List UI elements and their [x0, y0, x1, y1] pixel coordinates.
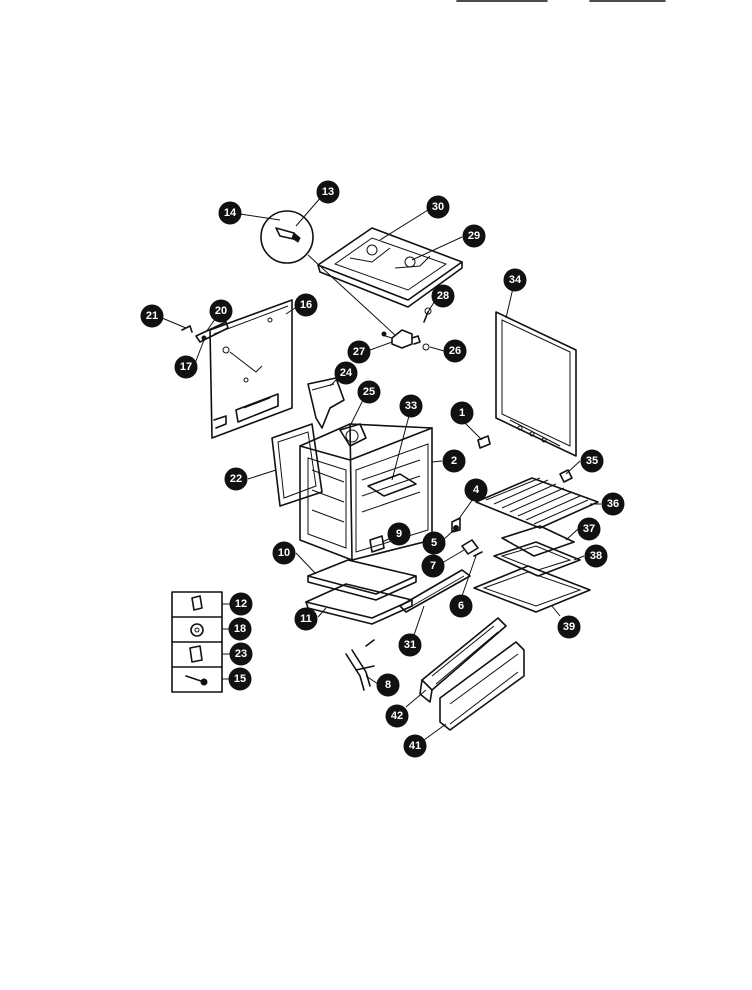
broiler-pans: [473, 525, 591, 613]
callout-12: 12: [229, 592, 253, 616]
callout-11: 11: [294, 607, 318, 631]
callout-34: 34: [503, 268, 527, 292]
svg-text:22: 22: [230, 473, 242, 485]
callout-35: 35: [580, 449, 604, 473]
svg-text:37: 37: [583, 523, 595, 535]
callout-8: 8: [376, 673, 400, 697]
svg-text:13: 13: [322, 186, 334, 198]
svg-text:16: 16: [300, 299, 312, 311]
svg-text:4: 4: [473, 484, 480, 496]
bracket-parts: [181, 321, 229, 343]
svg-text:9: 9: [396, 528, 402, 540]
door-hinge: [345, 639, 375, 691]
oven-door-panel: [495, 311, 577, 457]
svg-text:23: 23: [235, 648, 247, 660]
oven-rack: [475, 477, 599, 529]
callout-37: 37: [577, 517, 601, 541]
svg-text:7: 7: [430, 560, 436, 572]
callout-28: 28: [431, 284, 455, 308]
leader-lines: [161, 195, 601, 741]
svg-text:31: 31: [404, 639, 416, 651]
callout-30: 30: [426, 195, 450, 219]
callout-36: 36: [601, 492, 625, 516]
svg-text:21: 21: [146, 310, 158, 322]
svg-text:14: 14: [224, 207, 237, 219]
callout-41: 41: [403, 734, 427, 758]
callout-42: 42: [385, 704, 409, 728]
svg-text:42: 42: [391, 710, 403, 722]
callout-9: 9: [387, 522, 411, 546]
svg-text:26: 26: [449, 345, 461, 357]
callout-7: 7: [421, 554, 445, 578]
svg-text:33: 33: [405, 400, 417, 412]
burner-valve-assembly: [381, 307, 432, 351]
svg-text:27: 27: [353, 346, 365, 358]
svg-text:36: 36: [607, 498, 619, 510]
callout-17: 17: [174, 355, 198, 379]
door-inner-panel: [419, 617, 507, 703]
callout-33: 33: [399, 394, 423, 418]
callout-5: 5: [422, 531, 446, 555]
svg-text:34: 34: [509, 274, 522, 286]
callout-31: 31: [398, 633, 422, 657]
callout-16: 16: [294, 293, 318, 317]
svg-text:10: 10: [278, 547, 290, 559]
knob-part-35: [559, 469, 573, 483]
callout-10: 10: [272, 541, 296, 565]
svg-text:12: 12: [235, 598, 247, 610]
callout-13: 13: [316, 180, 340, 204]
svg-text:38: 38: [590, 550, 602, 562]
callout-4: 4: [464, 478, 488, 502]
callout-38: 38: [584, 544, 608, 568]
svg-text:35: 35: [586, 455, 598, 467]
svg-text:8: 8: [385, 679, 391, 691]
callouts: 13 14 30 29 34 28 21 20 16 17 27 26 24 2…: [140, 180, 625, 758]
callout-6: 6: [449, 594, 473, 618]
svg-text:20: 20: [215, 305, 227, 317]
svg-text:18: 18: [234, 623, 246, 635]
svg-text:25: 25: [363, 386, 375, 398]
callout-25: 25: [357, 380, 381, 404]
svg-text:30: 30: [432, 201, 444, 213]
svg-text:5: 5: [431, 537, 437, 549]
callout-15: 15: [228, 667, 252, 691]
svg-text:2: 2: [451, 455, 457, 467]
burner-parts: [451, 517, 483, 557]
svg-text:6: 6: [458, 600, 464, 612]
callout-1: 1: [450, 401, 474, 425]
drawer-front: [439, 641, 525, 731]
svg-text:17: 17: [180, 361, 192, 373]
callout-22: 22: [224, 467, 248, 491]
callout-27: 27: [347, 340, 371, 364]
svg-text:39: 39: [563, 621, 575, 633]
callout-20: 20: [209, 299, 233, 323]
svg-text:24: 24: [340, 367, 353, 379]
hardware-legend: [171, 591, 223, 693]
callout-29: 29: [462, 224, 486, 248]
svg-text:41: 41: [409, 740, 421, 752]
clip-part-1: [477, 435, 491, 449]
callout-2: 2: [442, 449, 466, 473]
callout-39: 39: [557, 615, 581, 639]
callout-26: 26: [443, 339, 467, 363]
svg-text:28: 28: [437, 290, 449, 302]
svg-text:1: 1: [459, 407, 465, 419]
svg-text:11: 11: [300, 613, 312, 625]
callout-14: 14: [218, 201, 242, 225]
detail-circle-part-13: [260, 210, 396, 336]
svg-text:29: 29: [468, 230, 480, 242]
bracket-part-9: [369, 535, 385, 553]
callout-24: 24: [334, 361, 358, 385]
callout-18: 18: [228, 617, 252, 641]
callout-21: 21: [140, 304, 164, 328]
svg-text:15: 15: [234, 673, 246, 685]
callout-23: 23: [229, 642, 253, 666]
side-panel: [271, 423, 323, 507]
oven-bottom-panels: [305, 559, 417, 625]
cooktop-panel: [317, 227, 463, 308]
